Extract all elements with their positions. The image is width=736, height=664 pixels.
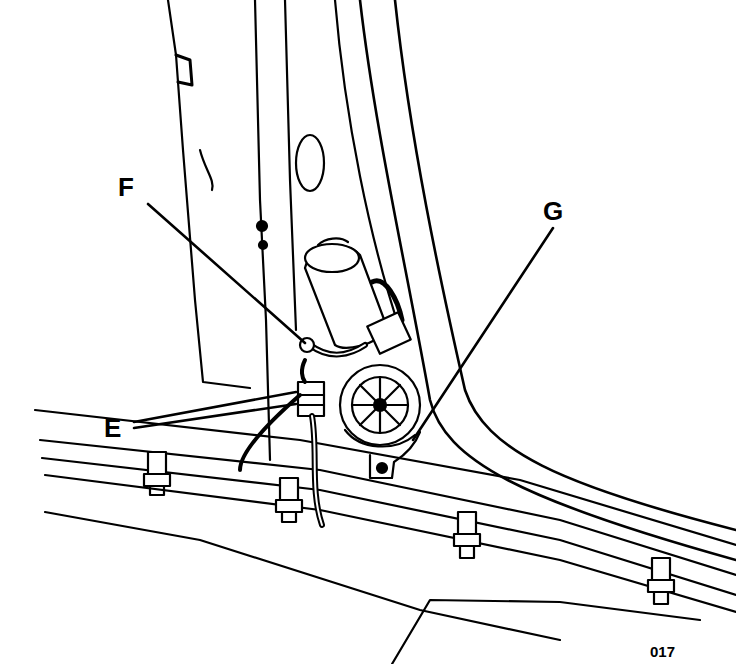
figure-number: 017 [650,644,675,659]
sill-clip [454,512,480,558]
callout-letter: G [543,198,563,224]
leader-line [413,228,553,440]
bracket [176,55,192,85]
sill-clip [276,478,302,522]
sill-clip [144,452,170,495]
pillar-edge [200,150,213,190]
pillar-edge [255,0,270,460]
pillar-edge [285,0,296,330]
sill-line [40,440,736,575]
pillar-outline [360,0,736,560]
pillar-hole [296,135,324,191]
callout-letter: F [118,174,134,200]
window-motor [305,238,420,478]
pillar-outline [395,0,736,530]
sill-line [45,475,736,612]
leader-line [148,204,305,343]
sill-clip [648,558,674,604]
pillar-panel [168,0,250,388]
fastener [259,241,267,249]
wiring-harness [240,338,365,525]
fastener [257,221,267,231]
floor-edge [392,600,700,664]
leader-line [134,404,296,428]
callout-letter: E [104,415,121,441]
sill-line [45,512,560,640]
